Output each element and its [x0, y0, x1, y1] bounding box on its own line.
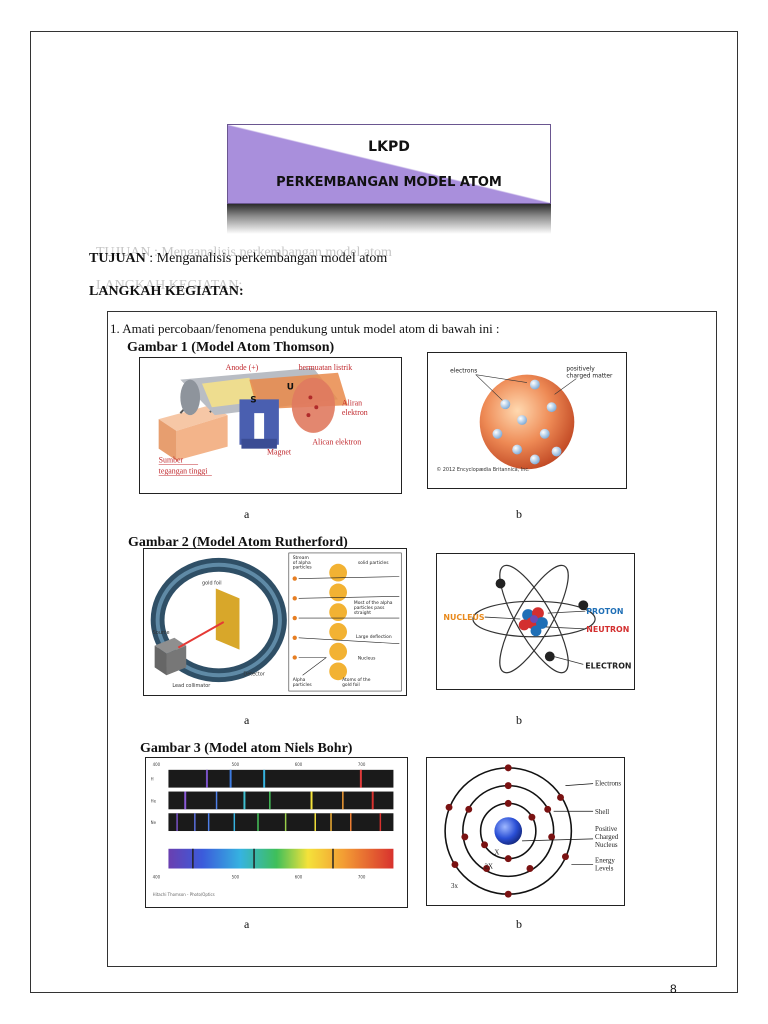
banner-shadow [227, 204, 551, 234]
svg-text:Source: Source [153, 630, 170, 636]
svg-text:Large deflection: Large deflection [356, 634, 392, 640]
svg-text:Magnet: Magnet [267, 448, 292, 457]
tujuan-separator: : [149, 251, 154, 266]
svg-text:Stream: Stream [293, 555, 309, 561]
svg-text:Levels: Levels [595, 865, 614, 872]
svg-text:Energy: Energy [595, 858, 615, 865]
svg-text:600: 600 [295, 874, 303, 879]
svg-text:Aliran: Aliran [342, 398, 362, 407]
svg-text:PROTON: PROTON [586, 607, 623, 616]
svg-text:H: H [151, 777, 154, 782]
svg-text:gold foil: gold foil [342, 682, 360, 688]
svg-text:Detector: Detector [243, 671, 265, 677]
svg-text:600: 600 [295, 762, 303, 767]
svg-text:elektron: elektron [342, 408, 368, 417]
figure-2a: Source gold foil Lead collimator Detecto… [143, 548, 407, 696]
svg-text:500: 500 [232, 762, 240, 767]
tujuan-text: Menganalisis perkembangan model atom [156, 251, 388, 266]
langkah-label: LANGKAH KEGIATAN: [89, 284, 244, 299]
svg-text:He: He [151, 798, 157, 803]
svg-text:S: S [250, 395, 256, 405]
banner-subtitle: PERKEMBANGAN MODEL ATOM [276, 175, 502, 190]
svg-text:positively: positively [566, 367, 595, 373]
figure-3b: Electrons Shell Positive Charged Nucleus… [426, 757, 625, 906]
svg-text:Atoms of the: Atoms of the [342, 677, 371, 683]
svg-text:Nucleus: Nucleus [358, 655, 376, 661]
figure-1-title: Gambar 1 (Model Atom Thomson) [127, 340, 335, 355]
svg-text:bermuatan listrik: bermuatan listrik [299, 363, 353, 372]
banner-title: LKPD [368, 139, 410, 155]
svg-text:NUCLEUS: NUCLEUS [443, 613, 485, 622]
svg-text:Ne: Ne [151, 820, 157, 825]
svg-text:of alpha: of alpha [293, 560, 311, 566]
tujuan-ghost: TUJUAN : Menganalisis perkembangan model… [96, 245, 392, 260]
page-frame [30, 31, 738, 993]
svg-text:X: X [494, 850, 499, 857]
svg-text:particles: particles [293, 565, 313, 571]
svg-text:Alpha: Alpha [293, 677, 306, 683]
figure-1a: S U Anode (+) bermuatan listrik Aliran e… [139, 357, 402, 494]
svg-text:Lead collimator: Lead collimator [172, 683, 211, 689]
svg-text:400: 400 [153, 762, 161, 767]
figure-1-caption-a: a [244, 507, 250, 521]
tujuan-line: TUJUAN : Menganalisis perkembangan model… [89, 251, 387, 267]
figure-3a: 400 500 600 700 H He Ne 400 500 600 700 … [145, 757, 408, 908]
figure-3-title: Gambar 3 (Model atom Niels Bohr) [140, 741, 353, 756]
figure-2-title: Gambar 2 (Model Atom Rutherford) [128, 535, 348, 550]
svg-text:Positive: Positive [595, 826, 617, 833]
svg-text:Shell: Shell [595, 809, 609, 816]
langkah-ghost: LANGKAH KEGIATAN: [96, 278, 243, 293]
svg-text:charged matter: charged matter [566, 374, 613, 380]
svg-text:Charged: Charged [595, 834, 619, 841]
svg-text:Most of the alpha: Most of the alpha [354, 600, 393, 606]
instruction-text: 1. Amati percobaan/fenomena pendukung un… [110, 321, 500, 336]
page-number: 8 [670, 982, 677, 996]
tujuan-label: TUJUAN [89, 251, 146, 266]
figure-3-caption-b: b [516, 917, 522, 931]
svg-text:particles: particles [293, 682, 313, 688]
svg-text:400: 400 [153, 874, 161, 879]
svg-text:Nucleus: Nucleus [595, 842, 618, 849]
figure-1b: electrons positively charged matter © 20… [427, 352, 627, 489]
figure-1-caption-b: b [516, 507, 522, 521]
svg-text:tegangan tinggi: tegangan tinggi [159, 466, 209, 475]
svg-text:3x: 3x [451, 883, 458, 890]
figure-2-caption-b: b [516, 713, 522, 727]
svg-text:Hitachi Thomson - Photo/Optics: Hitachi Thomson - Photo/Optics [153, 892, 215, 897]
svg-text:Electrons: Electrons [595, 781, 621, 788]
figure-2b: NUCLEUS PROTON NEUTRON ELECTRON [436, 553, 635, 690]
svg-text:particles pass: particles pass [354, 605, 385, 611]
svg-text:straight: straight [354, 610, 371, 616]
svg-text:ELECTRON: ELECTRON [585, 661, 631, 670]
svg-text:2X: 2X [485, 863, 493, 870]
svg-text:U: U [287, 383, 294, 393]
svg-text:solid particles: solid particles [358, 560, 389, 566]
svg-text:electrons: electrons [450, 369, 477, 375]
svg-text:Sumber: Sumber [159, 455, 184, 464]
langkah-line: LANGKAH KEGIATAN: [89, 284, 244, 300]
activity-box [107, 311, 717, 967]
svg-text:NEUTRON: NEUTRON [586, 625, 629, 634]
svg-text:Alican elektron: Alican elektron [312, 438, 361, 447]
svg-text:gold foil: gold foil [202, 581, 222, 587]
svg-text:Anode (+): Anode (+) [226, 363, 259, 372]
title-banner: LKPD PERKEMBANGAN MODEL ATOM [227, 124, 551, 204]
svg-text:700: 700 [358, 874, 366, 879]
figure-2-caption-a: a [244, 713, 250, 727]
svg-text:500: 500 [232, 874, 240, 879]
svg-text:© 2012 Encyclopædia Britannica: © 2012 Encyclopædia Britannica, Inc. [436, 466, 530, 473]
svg-text:700: 700 [358, 762, 366, 767]
figure-3-caption-a: a [244, 917, 250, 931]
